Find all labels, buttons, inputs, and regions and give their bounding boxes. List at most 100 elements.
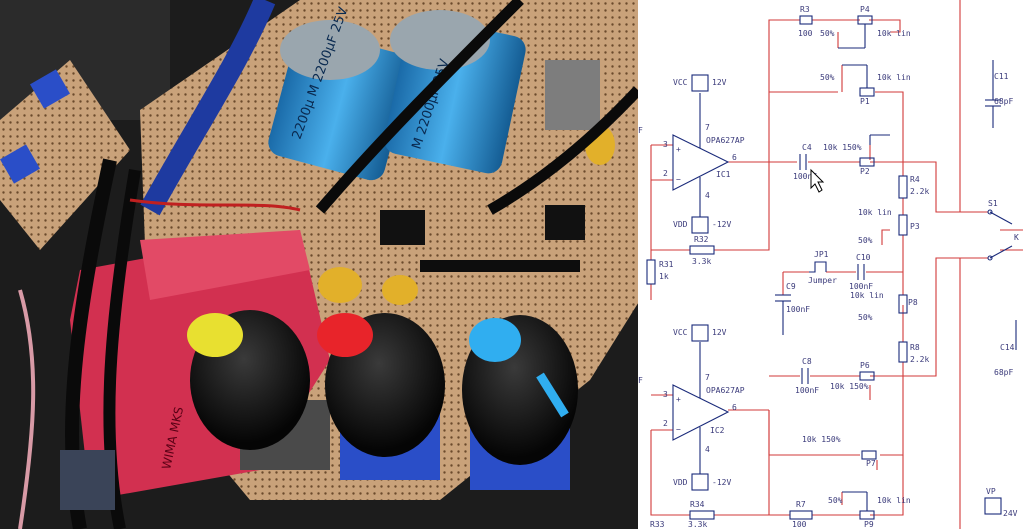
input-label-1: F	[638, 126, 643, 135]
pink-wire	[18, 289, 36, 529]
opamp-ic1: + − 3 2 6 7 4 OPA627AP IC1	[663, 93, 745, 217]
black-cable	[487, 86, 638, 215]
svg-text:P6: P6	[860, 361, 870, 370]
svg-text:−: −	[676, 175, 681, 184]
svg-text:2: 2	[663, 419, 668, 428]
svg-text:10k 150%: 10k 150%	[830, 382, 869, 391]
svg-text:P7: P7	[866, 459, 876, 468]
capacitor-c10: C10 100nF	[849, 253, 873, 291]
svg-text:-12V: -12V	[712, 478, 731, 487]
svg-text:R3: R3	[800, 5, 810, 14]
switch-s1: S1 K	[987, 199, 1019, 261]
svg-text:C14: C14	[1000, 343, 1015, 352]
svg-text:R33: R33	[650, 520, 665, 529]
svg-text:IC1: IC1	[716, 170, 731, 179]
svg-text:24V: 24V	[1003, 509, 1018, 518]
svg-text:50%: 50%	[820, 29, 835, 38]
svg-text:C9: C9	[786, 282, 796, 291]
schematic-diagram: + − 3 2 6 7 4 OPA627AP IC1 VCC 12V VDD -…	[638, 0, 1023, 529]
svg-text:4: 4	[705, 191, 710, 200]
svg-text:10k lin: 10k lin	[877, 496, 911, 505]
svg-text:68pF: 68pF	[994, 97, 1013, 106]
potentiometer-knob-yellow	[187, 310, 330, 470]
svg-text:100nF: 100nF	[795, 386, 819, 395]
red-wire	[129, 198, 301, 212]
svg-text:10k lin: 10k lin	[877, 73, 911, 82]
svg-text:R4: R4	[910, 175, 920, 184]
svg-text:C8: C8	[802, 357, 812, 366]
potentiometer-knob-red	[317, 313, 445, 480]
vp-supply: VP 24V	[984, 487, 1018, 518]
capacitor-c14: C14 68pF	[994, 343, 1015, 377]
svg-text:P3: P3	[910, 222, 920, 231]
svg-text:S1: S1	[988, 199, 998, 208]
svg-text:2: 2	[663, 169, 668, 178]
opamp-chip-1	[380, 210, 425, 245]
svg-text:10k 150%: 10k 150%	[802, 435, 841, 444]
resistor-r33: R33	[650, 520, 665, 529]
trim-pot-2	[0, 144, 40, 184]
resistor-r31: R31 1k	[646, 259, 674, 285]
potentiometer-p3: P3 10k lin 50%	[858, 208, 920, 245]
svg-text:3.3k: 3.3k	[688, 520, 707, 529]
svg-text:P2: P2	[860, 167, 870, 176]
vdd-supply-2: VDD -12V	[673, 473, 731, 491]
svg-text:7: 7	[705, 373, 710, 382]
svg-text:100: 100	[798, 29, 813, 38]
pin-header	[420, 260, 580, 272]
potentiometer-p6: P6 10k 150%	[830, 361, 875, 391]
resistor-r3: R3 100 50%	[798, 5, 835, 38]
svg-text:VCC: VCC	[673, 328, 688, 337]
potentiometer-p8: P8 10k lin 50%	[850, 291, 918, 322]
input-label-2: F	[638, 376, 643, 385]
resistor-r7: R7 100	[789, 500, 813, 529]
vcc-supply-2: VCC 12V	[673, 324, 727, 342]
svg-text:100: 100	[792, 520, 807, 529]
potentiometer-p2: P2 10k 150%	[823, 134, 890, 176]
svg-text:R32: R32	[694, 235, 709, 244]
svg-text:10k lin: 10k lin	[858, 208, 892, 217]
voltage-regulator	[545, 60, 600, 130]
svg-text:R31: R31	[659, 260, 674, 269]
capacitor-c9: C9 100nF	[775, 282, 810, 335]
svg-text:12V: 12V	[712, 328, 727, 337]
svg-text:1k: 1k	[659, 272, 669, 281]
svg-text:50%: 50%	[828, 496, 843, 505]
svg-text:50%: 50%	[858, 236, 873, 245]
capacitor-c4: C4 100nF	[793, 143, 817, 181]
svg-text:OPA627AP: OPA627AP	[706, 136, 745, 145]
svg-text:P1: P1	[860, 97, 870, 106]
mouse-cursor-icon	[810, 168, 825, 193]
svg-text:2.2k: 2.2k	[910, 355, 929, 364]
potentiometer-knob-blue	[462, 315, 578, 490]
svg-text:VP: VP	[986, 487, 996, 496]
svg-text:VDD: VDD	[673, 220, 688, 229]
svg-text:3: 3	[663, 140, 668, 149]
capacitor-c8: C8 100nF	[795, 357, 819, 395]
svg-text:K: K	[1014, 233, 1019, 242]
opamp-chip-2	[545, 205, 585, 240]
resistor-r34: R34 3.3k	[688, 500, 715, 529]
potentiometer-p9: P9 10k lin 50%	[828, 491, 911, 529]
svg-text:-12V: -12V	[712, 220, 731, 229]
svg-text:100nF: 100nF	[786, 305, 810, 314]
vdd-supply-1: VDD -12V	[673, 216, 731, 234]
svg-text:R7: R7	[796, 500, 806, 509]
vcc-supply-1: VCC 12V	[673, 74, 727, 92]
svg-text:−: −	[676, 425, 681, 434]
svg-text:OPA627AP: OPA627AP	[706, 386, 745, 395]
yellow-capacitor	[382, 275, 418, 305]
svg-text:Jumper: Jumper	[808, 276, 837, 285]
svg-text:C4: C4	[802, 143, 812, 152]
svg-text:R8: R8	[910, 343, 920, 352]
svg-text:100nF: 100nF	[849, 282, 873, 291]
svg-text:VDD: VDD	[673, 478, 688, 487]
blue-cable	[140, 0, 276, 216]
svg-text:10k 150%: 10k 150%	[823, 143, 862, 152]
circuit-board-photo: 2200µ M 2200µF 25V M 2200µF 25V WIMA MKS	[0, 0, 638, 529]
svg-text:C10: C10	[856, 253, 871, 262]
terminal-block	[60, 450, 115, 510]
resistor-r8: R8 2.2k	[898, 341, 929, 364]
svg-text:100nF: 100nF	[793, 172, 817, 181]
svg-text:P4: P4	[860, 5, 870, 14]
